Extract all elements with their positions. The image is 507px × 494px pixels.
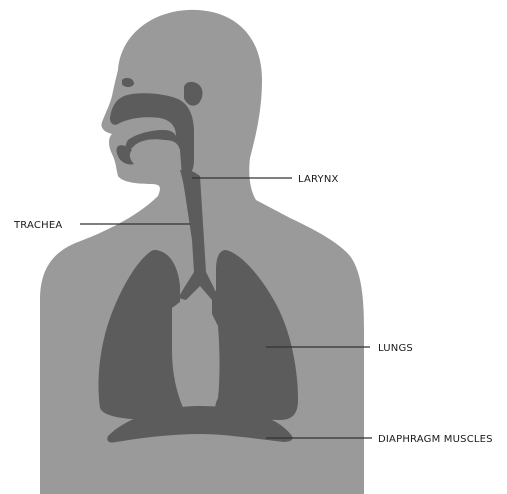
label-trachea: TRACHEA xyxy=(13,220,62,231)
label-diaphragm-muscles: DIAPHRAGM MUSCLES xyxy=(378,434,493,445)
label-lungs: LUNGS xyxy=(378,343,413,354)
label-larynx: LARYNX xyxy=(298,174,339,185)
